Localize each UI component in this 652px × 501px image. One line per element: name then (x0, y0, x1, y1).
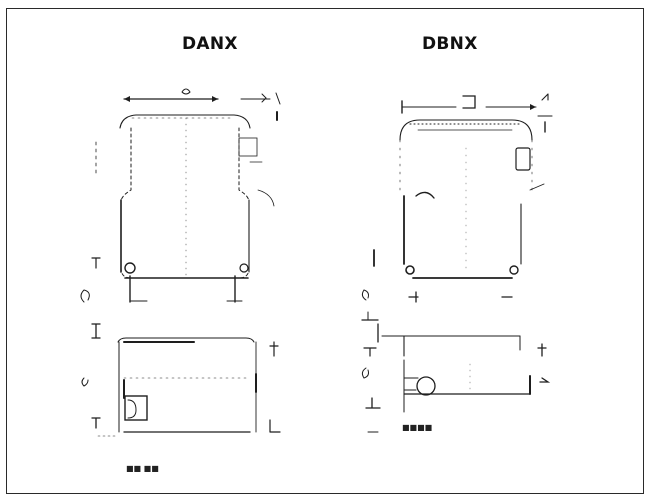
danx-side-view: ■■ ■■ (80, 289, 281, 473)
dbnx-code-label: ■■■■ (402, 423, 432, 432)
dbnx-side-view: ■■■■ (361, 289, 551, 433)
figure-frame (6, 8, 644, 494)
dbnx-title: DBNX (422, 34, 478, 54)
danx-top-view (91, 88, 281, 303)
danx-title: DANX (182, 34, 238, 54)
dbnx-top-view (373, 93, 553, 303)
danx-code-label: ■■ ■■ (126, 464, 159, 473)
